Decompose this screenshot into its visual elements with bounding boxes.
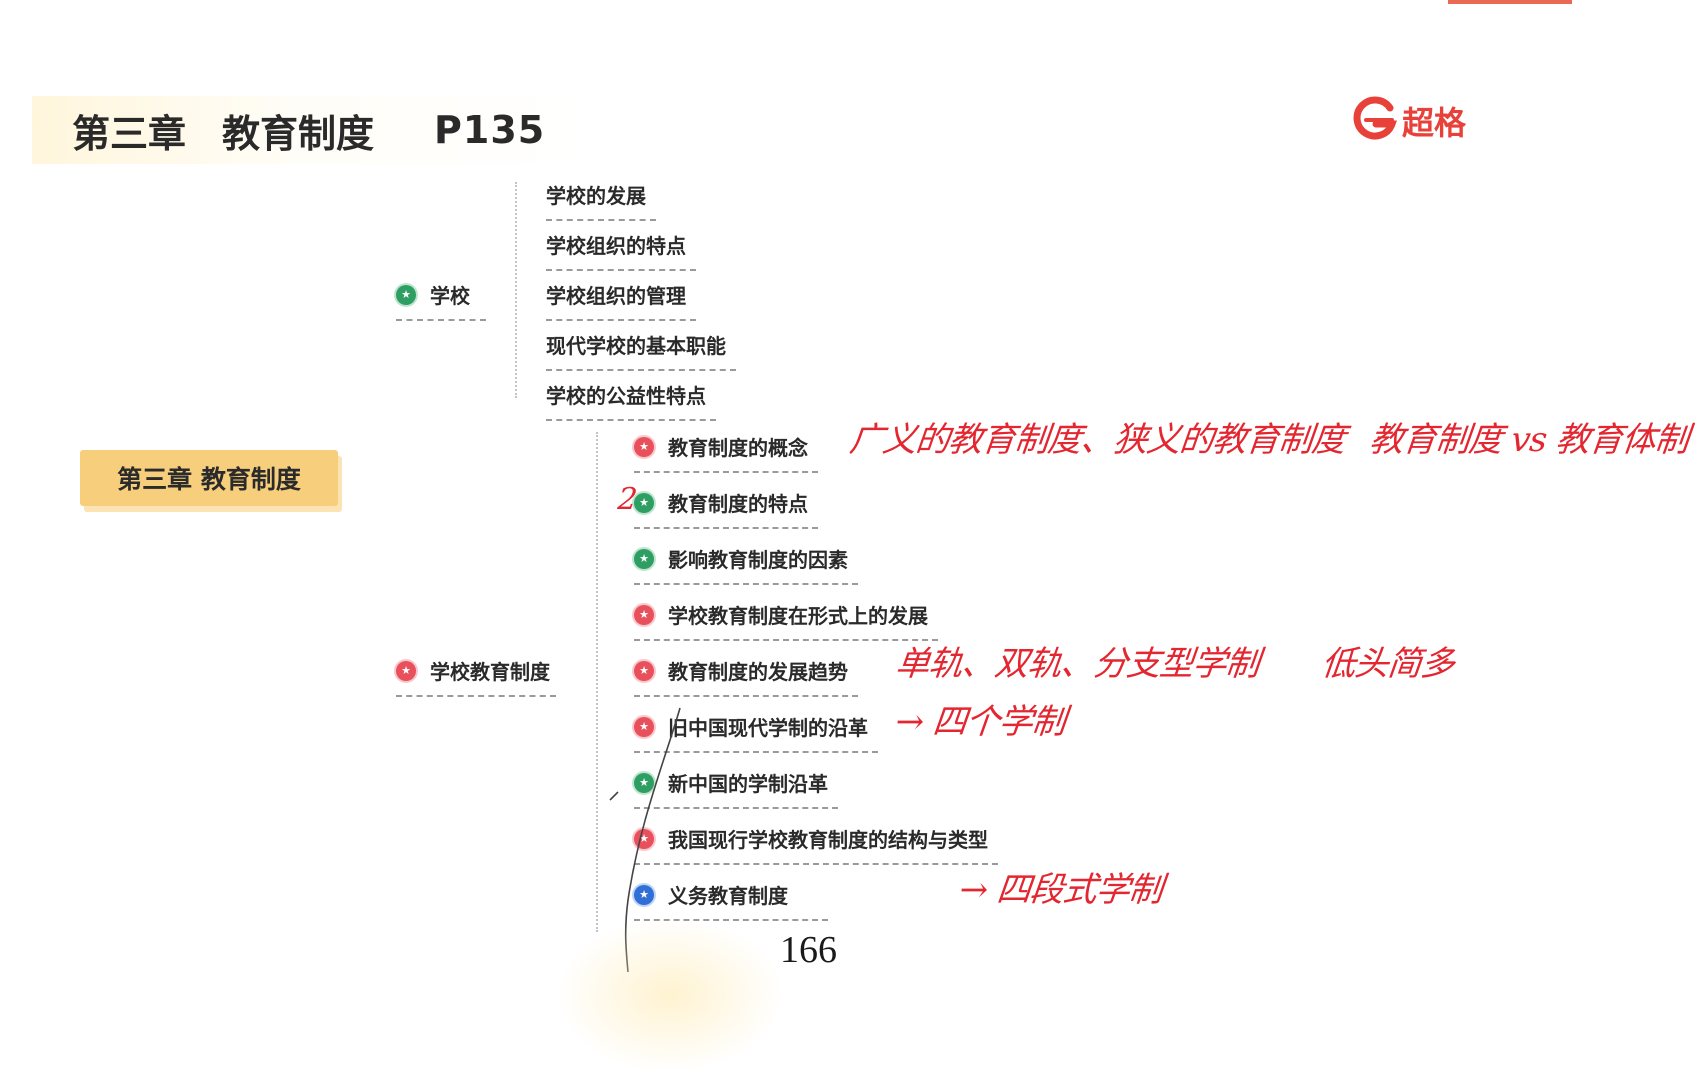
node-school-education-system: ★ 学校教育制度 (396, 656, 556, 697)
node-school: ★ 学校 (396, 280, 486, 321)
system-child-label: 我国现行学校教育制度的结构与类型 (668, 828, 988, 852)
system-child-3: ★ 影响教育制度的因素 (634, 544, 858, 585)
page-title: 第三章 教育制度 P135 (32, 96, 586, 164)
node-system-label: 学校教育制度 (430, 660, 550, 684)
handwritten-note-trends: 低头简多 (1319, 644, 1456, 684)
system-child-label: 学校教育制度在形式上的发展 (668, 604, 928, 628)
system-child-label: 旧中国现代学制的沿革 (668, 716, 868, 740)
star-bullet-icon: ★ (396, 660, 416, 681)
handwritten-note-four-systems: → 四个学制 (893, 702, 1068, 742)
chapter-label: 第三章 (72, 111, 187, 156)
star-bullet-icon: ★ (634, 492, 654, 513)
star-bullet-icon: ★ (634, 436, 654, 457)
node-school-label: 学校 (430, 284, 470, 308)
star-bullet-icon: ★ (634, 660, 654, 681)
school-child-2: 学校组织的特点 (546, 230, 696, 271)
brand-g-icon (1352, 96, 1398, 146)
brand-logo: 超格 (1352, 96, 1466, 146)
system-child-label: 影响教育制度的因素 (668, 548, 848, 572)
school-child-4: 现代学校的基本职能 (546, 330, 736, 371)
handwritten-note-tracks: 单轨、双轨、分支型学制 (893, 644, 1261, 684)
brand-name: 超格 (1402, 104, 1467, 142)
star-bullet-icon: ★ (634, 548, 654, 569)
top-edge-mark (1448, 0, 1572, 4)
system-child-2: ★ 教育制度的特点 (634, 488, 818, 529)
handwritten-note-definitions: 广义的教育制度、狭义的教育制度 (847, 420, 1347, 460)
school-branch-line (515, 182, 517, 398)
paper-stain (560, 920, 780, 1070)
handwritten-note-comparison: 教育制度 vs 教育体制 (1367, 420, 1691, 460)
system-child-label: 新中国的学制沿革 (668, 772, 828, 796)
star-bullet-icon: ★ (634, 772, 654, 793)
school-child-1: 学校的发展 (546, 180, 656, 221)
system-child-1: ★ 教育制度的概念 (634, 432, 818, 473)
page-reference: P135 (434, 108, 546, 152)
system-child-9: ★ 义务教育制度 (634, 880, 828, 921)
star-bullet-icon: ★ (396, 284, 416, 305)
star-bullet-icon: ★ (634, 884, 654, 905)
school-child-5: 学校的公益性特点 (546, 380, 716, 421)
topic-label: 教育制度 (222, 111, 375, 156)
school-child-3: 学校组织的管理 (546, 280, 696, 321)
mindmap-root: 第三章 教育制度 (80, 450, 338, 506)
system-child-label: 教育制度的发展趋势 (668, 660, 848, 684)
page-number: 166 (780, 929, 837, 971)
system-child-7: ★ 新中国的学制沿革 (634, 768, 838, 809)
system-branch-line (596, 432, 598, 932)
system-child-label: 教育制度的概念 (668, 436, 808, 460)
handwritten-note-four-stage: → 四段式学制 (957, 870, 1165, 910)
system-child-5: ★ 教育制度的发展趋势 (634, 656, 858, 697)
system-child-label: 教育制度的特点 (668, 492, 808, 516)
system-child-label: 义务教育制度 (668, 884, 788, 908)
handwritten-mark-two: 2 (616, 482, 638, 517)
system-child-4: ★ 学校教育制度在形式上的发展 (634, 600, 938, 641)
star-bullet-icon: ★ (634, 604, 654, 625)
system-child-6: ★ 旧中国现代学制的沿革 (634, 712, 878, 753)
star-bullet-icon: ★ (634, 716, 654, 737)
